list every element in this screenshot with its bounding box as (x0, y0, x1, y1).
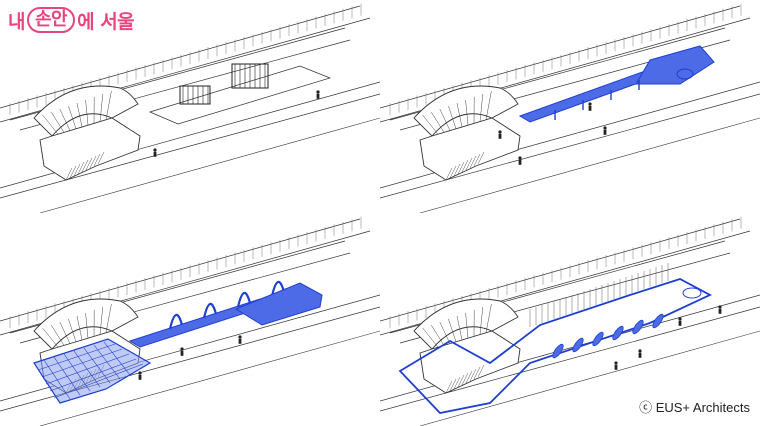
ramp-opening (676, 68, 694, 80)
station-building (419, 330, 521, 394)
blue-platform (234, 282, 323, 326)
person-figure (180, 347, 184, 356)
person-figure (603, 126, 607, 135)
logo-text-2: 에 서울 (77, 10, 135, 33)
slat-wall (529, 263, 669, 327)
arch (168, 313, 184, 330)
blue-seat (612, 325, 624, 341)
ramp-opening (682, 287, 702, 299)
back-street-edge (380, 5, 741, 109)
isometric-diagram (0, 3, 380, 213)
person-figure (316, 90, 320, 99)
logo-text-ring: 손안 (26, 7, 76, 33)
person-figure (678, 317, 682, 326)
canopy-roof (413, 85, 519, 137)
person-figure (153, 148, 157, 157)
shelter-2 (231, 63, 269, 89)
person-figure (498, 130, 502, 139)
station-building (419, 117, 521, 181)
person-figure (718, 305, 722, 314)
back-street-edge (380, 218, 741, 322)
isometric-diagram (0, 216, 380, 426)
station-building (39, 117, 141, 181)
person-figure (638, 349, 642, 358)
person-figure (518, 156, 522, 165)
arch (270, 280, 286, 297)
blue-grid-terrace (33, 338, 152, 404)
canopy-roof (413, 298, 519, 350)
person-figure (138, 371, 142, 380)
back-wall-hatching (9, 216, 362, 329)
blue-seat (552, 343, 564, 359)
panel-stage-2 (380, 0, 760, 213)
logo-text-1: 내 (8, 10, 25, 33)
isometric-diagram (380, 3, 760, 213)
arch (202, 302, 218, 319)
panel-stage-3 (0, 213, 380, 426)
blue-seat (572, 337, 584, 353)
copyright-credit: ⓒ EUS+ Architects (639, 400, 750, 415)
blue-seat (652, 313, 664, 329)
blue-seat (632, 319, 644, 335)
person-figure (238, 335, 242, 344)
back-street-edge (0, 5, 361, 109)
blue-ramp-structure (635, 45, 715, 85)
blue-seat (592, 331, 604, 347)
arch (236, 291, 252, 308)
shelter-1 (179, 85, 211, 105)
seoul-logo: 내 손안 에 서울 (8, 6, 135, 34)
canopy-roof (33, 298, 139, 350)
blue-deck-outline (398, 278, 713, 414)
person-figure (588, 102, 592, 111)
back-street-edge (0, 218, 361, 322)
panel-stage-4 (380, 213, 760, 426)
canopy-roof (33, 85, 139, 137)
panel-stage-1 (0, 0, 380, 213)
person-figure (614, 361, 618, 370)
isometric-diagram (380, 216, 760, 426)
